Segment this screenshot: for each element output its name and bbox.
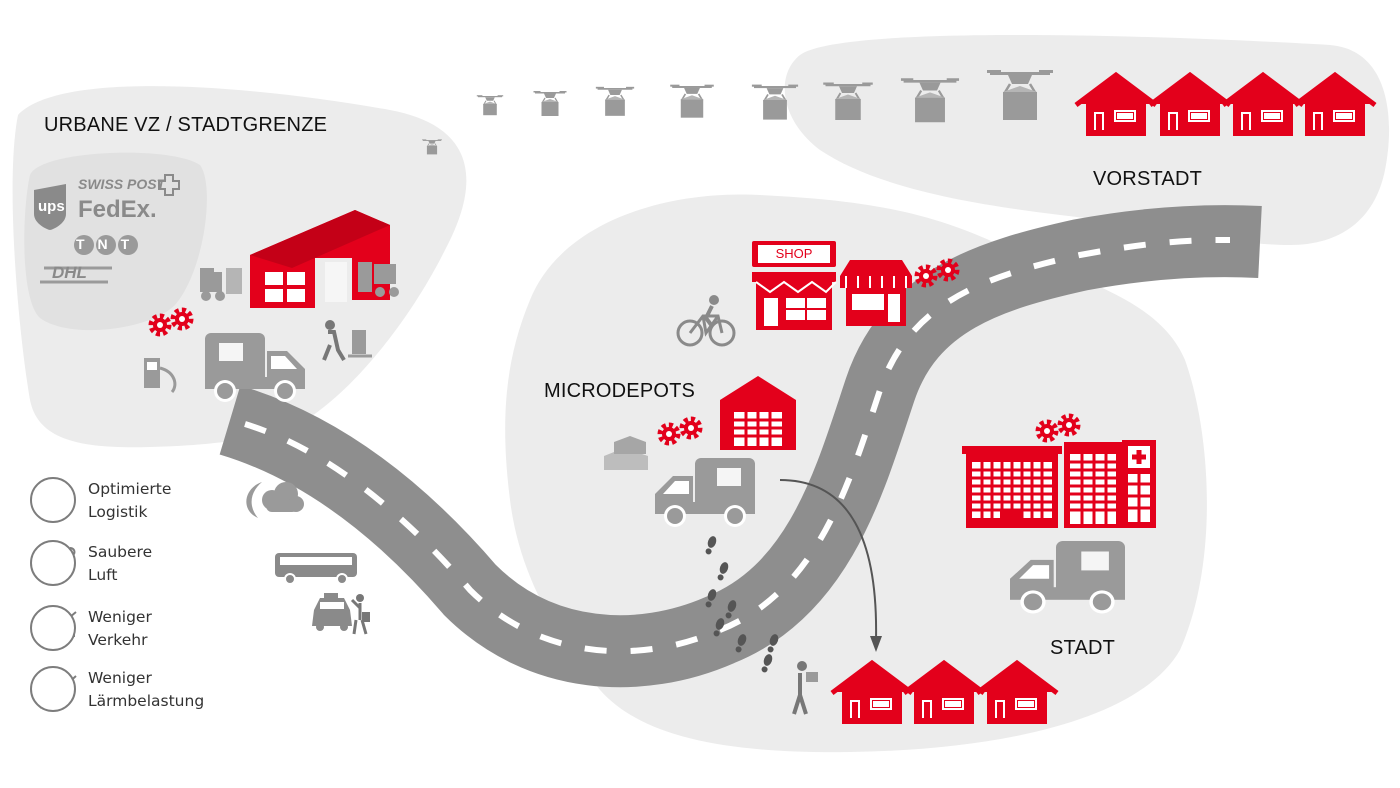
no-car-icon [30, 605, 76, 651]
swiss-post-logo: SWISS POST [78, 176, 165, 192]
taxi-icon [312, 593, 370, 634]
office-building-icon [962, 446, 1062, 528]
dhl-logo: DHL [52, 263, 87, 283]
ups-logo: ups [38, 198, 65, 215]
wind-icon [30, 540, 76, 586]
hospital-icon [1064, 440, 1156, 528]
shop-sign-text: SHOP [758, 245, 830, 263]
microdepots-label: MICRODEPOTS [544, 380, 695, 403]
urbane-label: URBANE VZ / STADTGRENZE [44, 114, 327, 137]
vorstadt-label: VORSTADT [1093, 168, 1202, 191]
stadt-houses [832, 663, 1057, 724]
stadt-label: STADT [1050, 637, 1115, 660]
fedex-logo: FedEx. [78, 196, 157, 224]
store-icon [840, 260, 912, 326]
tnt-logo: TNT [76, 236, 142, 252]
no-noise-icon [30, 666, 76, 712]
clock-truck-icon [30, 477, 76, 523]
